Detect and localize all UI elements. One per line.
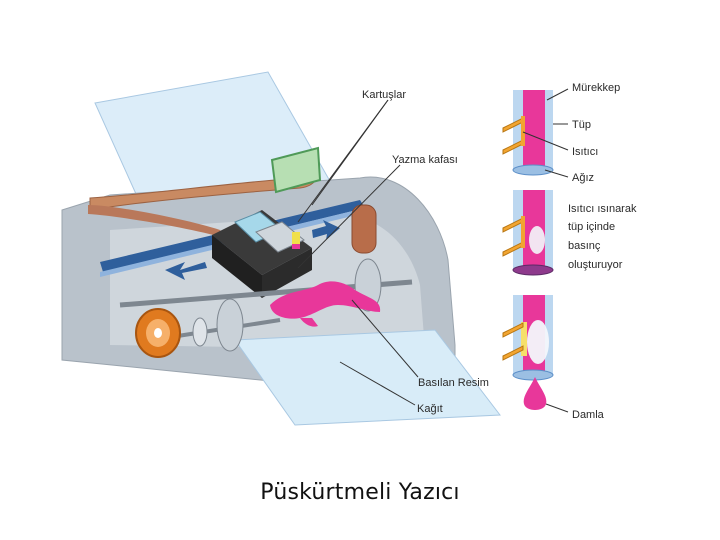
label-heating-line-4: oluşturuyor [568,259,623,271]
label-drop: Damla [572,409,605,421]
nozzle-stage-3 [502,295,554,410]
label-printed-image: Basılan Resim [418,377,489,389]
label-print-head: Yazma kafası [392,154,458,166]
printer-illustration [61,71,501,426]
print-head-carriage [212,210,312,298]
arrow-right-icon [312,220,340,240]
motor-cylinder [351,204,377,254]
ink-drop [523,377,547,410]
ink-fill-1 [523,90,545,168]
vapor-bubble-2 [529,226,545,254]
roller-small [192,317,208,347]
vapor-bubble-3 [527,320,549,364]
nozzle-stage-1 [502,90,554,176]
arrow-left-icon [165,262,207,280]
label-heater: Isıtıcı [572,146,598,158]
printed-image-ink [270,281,381,319]
label-heating-line-1: Isıtıcı ısınarak [568,203,637,215]
ribbon-cable-lower [88,205,225,238]
label-nozzle: Ağız [572,172,594,184]
heater-3 [502,322,524,361]
label-paper: Kağıt [417,403,443,415]
label-ink: Mürekkep [572,82,620,94]
cartridge-dots [292,232,300,244]
page-caption: Püskürtmeli Yazıcı [260,480,460,505]
label-tube: Tüp [572,119,591,131]
cartridge-bracket [270,146,322,194]
label-heating-line-3: basınç [568,240,601,252]
roller-left [216,298,244,352]
paper-knob [135,308,181,358]
label-cartridges: Kartuşlar [362,89,406,101]
leader-lines [297,88,569,413]
nozzle-stage-2 [502,190,554,276]
label-heating-line-2: tüp içinde [568,221,615,233]
